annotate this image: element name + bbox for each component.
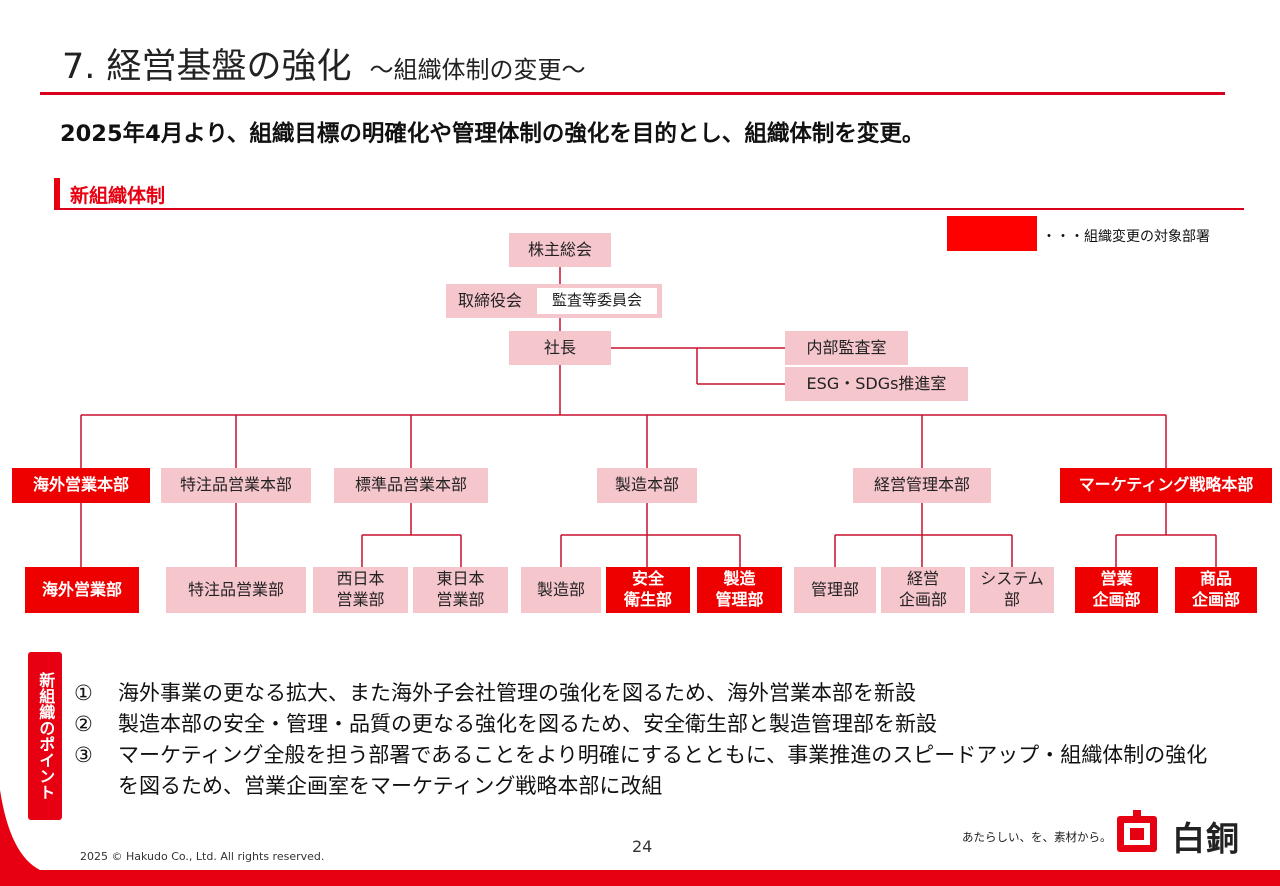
org-dept-manufacturing: 製造部 (521, 567, 601, 613)
org-node-president: 社長 (509, 331, 611, 365)
page-number: 24 (632, 837, 653, 856)
org-dept-overseas-sales: 海外営業部 (25, 567, 139, 613)
point-number: ② (74, 712, 93, 736)
page-title: 7. 経営基盤の強化～組織体制の変更～ (62, 47, 586, 87)
point-item-2: ② 製造本部の安全・管理・品質の更なる強化を図るため、安全衛生部と製造管理部を新設 (74, 708, 937, 738)
bottom-bar (0, 870, 1280, 886)
section-marker (54, 178, 60, 208)
org-dept-east-japan-sales: 東日本 営業部 (413, 567, 508, 613)
logo-mark-icon (1117, 810, 1157, 852)
org-hq-custom-sales: 特注品営業本部 (161, 468, 311, 503)
section-rule (54, 208, 1244, 210)
point-number: ① (74, 681, 93, 705)
org-dept-production-control: 製造 管理部 (697, 567, 782, 613)
org-hq-manufacturing: 製造本部 (597, 468, 697, 503)
board-label: 取締役会 (458, 290, 523, 310)
org-dept-systems: システム 部 (970, 567, 1054, 613)
point-item-3: ③ マーケティング全般を担う部署であることをより明確にするとともに、事業推進のスピ… (74, 739, 1207, 769)
org-dept-sales-planning: 営業 企画部 (1075, 567, 1158, 613)
tagline: あたらしい、を、素材から。 (962, 830, 1112, 844)
org-hq-standard-sales: 標準品営業本部 (334, 468, 488, 503)
org-node-shareholders: 株主総会 (509, 233, 611, 267)
org-dept-administration: 管理部 (794, 567, 876, 613)
org-node-internal-audit: 内部監査室 (785, 331, 908, 365)
point-text: 海外事業の更なる拡大、また海外子会社管理の強化を図るため、海外営業本部を新設 (118, 681, 916, 705)
corner-decoration (0, 790, 40, 886)
point-text: 製造本部の安全・管理・品質の更なる強化を図るため、安全衛生部と製造管理部を新設 (118, 712, 937, 736)
org-dept-custom-sales: 特注品営業部 (166, 567, 306, 613)
section-title: 新組織体制 (70, 185, 166, 207)
org-node-esg: ESG・SDGs推進室 (785, 367, 968, 401)
page-subtitle: ～組織体制の変更～ (369, 56, 586, 84)
lead-text: 2025年4月より、組織目標の明確化や管理体制の強化を目的とし、組織体制を変更。 (60, 121, 925, 147)
points-label: 新組織のポイント (28, 652, 62, 820)
legend-swatch (947, 216, 1037, 251)
org-dept-product-planning: 商品 企画部 (1175, 567, 1257, 613)
org-dept-west-japan-sales: 西日本 営業部 (313, 567, 408, 613)
company-logo-text: 白銅 (1172, 819, 1240, 858)
org-hq-marketing-strategy: マーケティング戦略本部 (1060, 468, 1272, 503)
org-dept-health-safety: 安全 衛生部 (606, 567, 690, 613)
org-node-audit-committee: 監査等委員会 (537, 288, 657, 314)
title-rule (40, 92, 1225, 95)
copyright: 2025 © Hakudo Co., Ltd. All rights reser… (80, 850, 325, 863)
org-dept-corporate-planning: 経営 企画部 (881, 567, 965, 613)
point-item-1: ① 海外事業の更なる拡大、また海外子会社管理の強化を図るため、海外営業本部を新設 (74, 677, 916, 707)
point-item-3-continued: を図るため、営業企画室をマーケティング戦略本部に改組 (118, 774, 663, 798)
org-hq-overseas-sales: 海外営業本部 (12, 468, 150, 503)
org-hq-management: 経営管理本部 (853, 468, 991, 503)
legend-text: ・・・組織変更の対象部署 (1042, 229, 1210, 245)
point-text: マーケティング全般を担う部署であることをより明確にするとともに、事業推進のスピー… (118, 743, 1208, 767)
point-number: ③ (74, 743, 93, 767)
